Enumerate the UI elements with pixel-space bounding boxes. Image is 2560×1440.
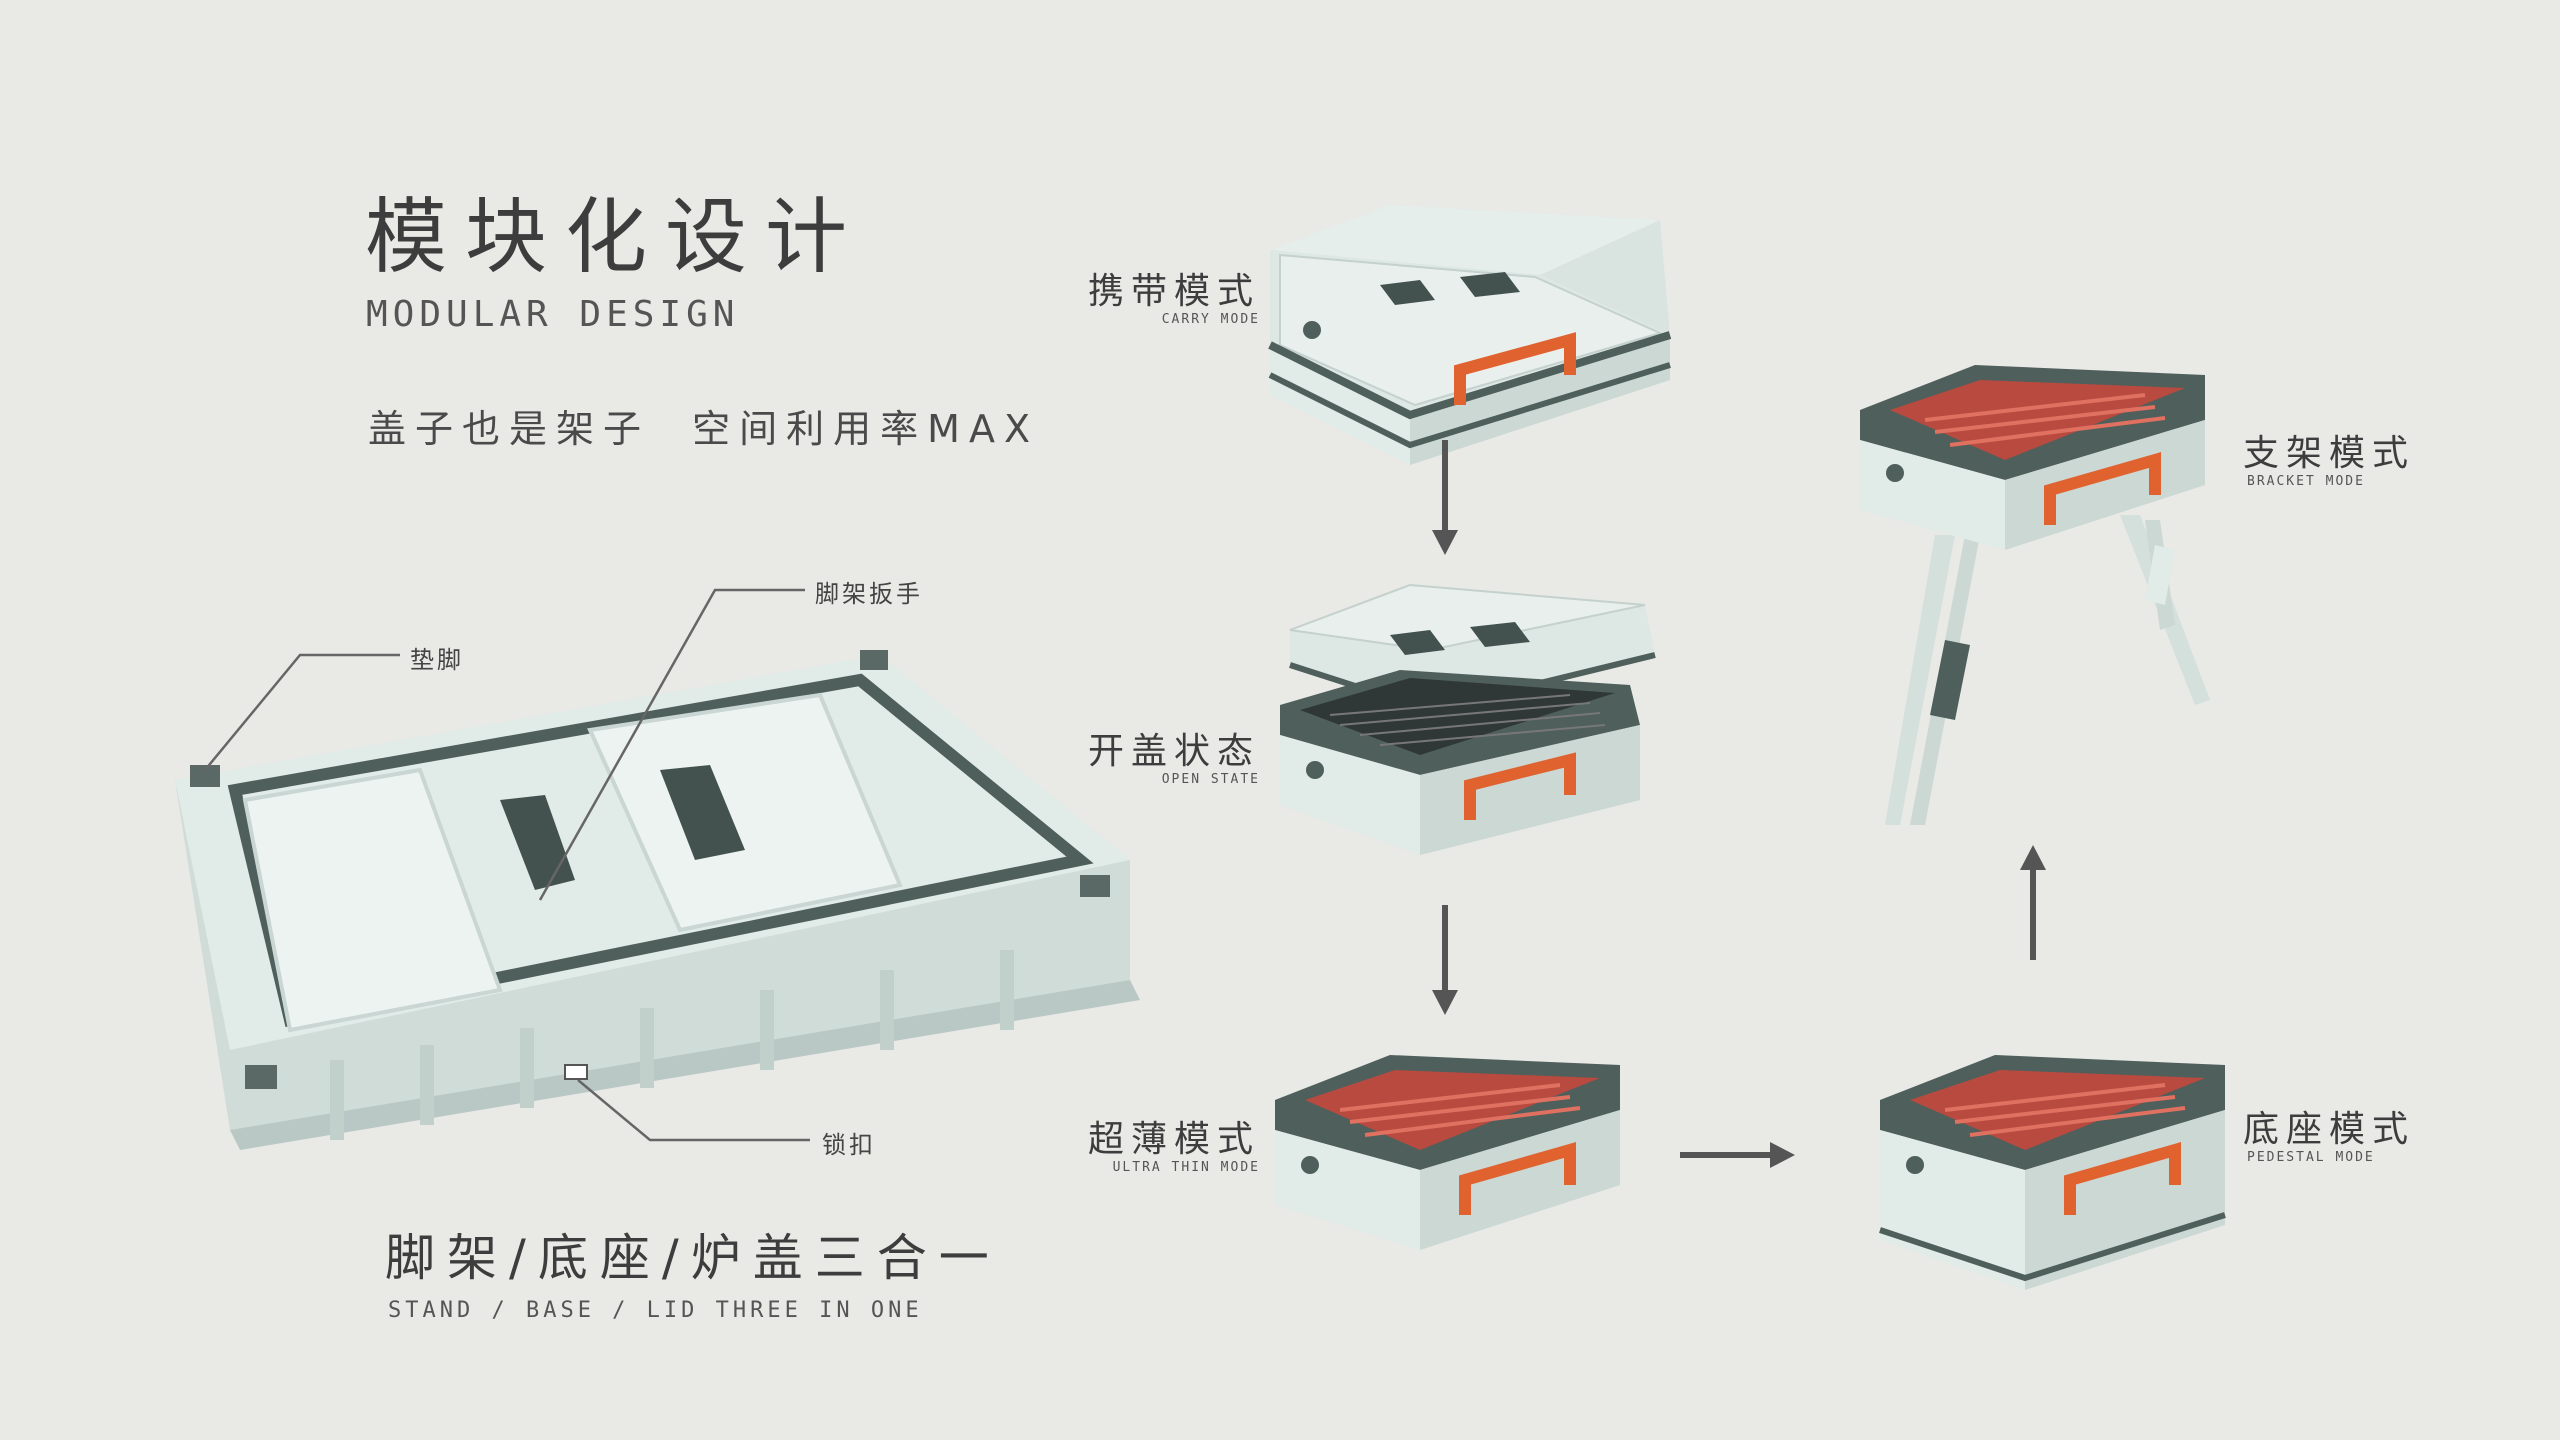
tagline: 盖子也是架子 空间利用率MAX — [368, 407, 1039, 451]
mode-sublabel-carry: CARRY MODE — [1161, 312, 1260, 327]
page-subtitle: MODULAR DESIGN — [366, 294, 740, 335]
flow-arrows — [1432, 440, 2046, 1168]
mode-label-bracket: 支架模式 — [2243, 433, 2416, 474]
page-title: 模块化设计 — [365, 190, 866, 285]
mode-label-carry: 携带模式 — [1087, 271, 1260, 312]
ultra-thin-mode-box — [1275, 1055, 1620, 1250]
callout-leader-lines — [204, 588, 810, 1142]
carry-mode-box — [1268, 205, 1672, 465]
mode-sublabel-open: OPEN STATE — [1161, 772, 1260, 787]
callout-foot-pad: 垫脚 — [410, 646, 464, 674]
large-lid — [175, 650, 1140, 1150]
open-state-box — [1280, 583, 1656, 855]
callout-lock: 锁扣 — [822, 1131, 876, 1159]
callout-stand-wrench: 脚架扳手 — [815, 580, 923, 608]
pedestal-mode-box — [1879, 1055, 2226, 1290]
mode-label-pedestal: 底座模式 — [2243, 1109, 2416, 1150]
three-in-one-title: 脚架/底座/炉盖三合一 — [385, 1229, 1001, 1287]
mode-sublabel-pedestal: PEDESTAL MODE — [2247, 1150, 2375, 1165]
mode-label-ultra-thin: 超薄模式 — [1087, 1119, 1260, 1160]
three-in-one-subtitle: STAND / BASE / LID THREE IN ONE — [388, 1298, 923, 1323]
mode-sublabel-bracket: BRACKET MODE — [2247, 474, 2365, 489]
mode-label-open: 开盖状态 — [1087, 731, 1260, 772]
bracket-mode-grill — [1860, 365, 2210, 825]
mode-sublabel-ultra-thin: ULTRA THIN MODE — [1112, 1160, 1260, 1175]
